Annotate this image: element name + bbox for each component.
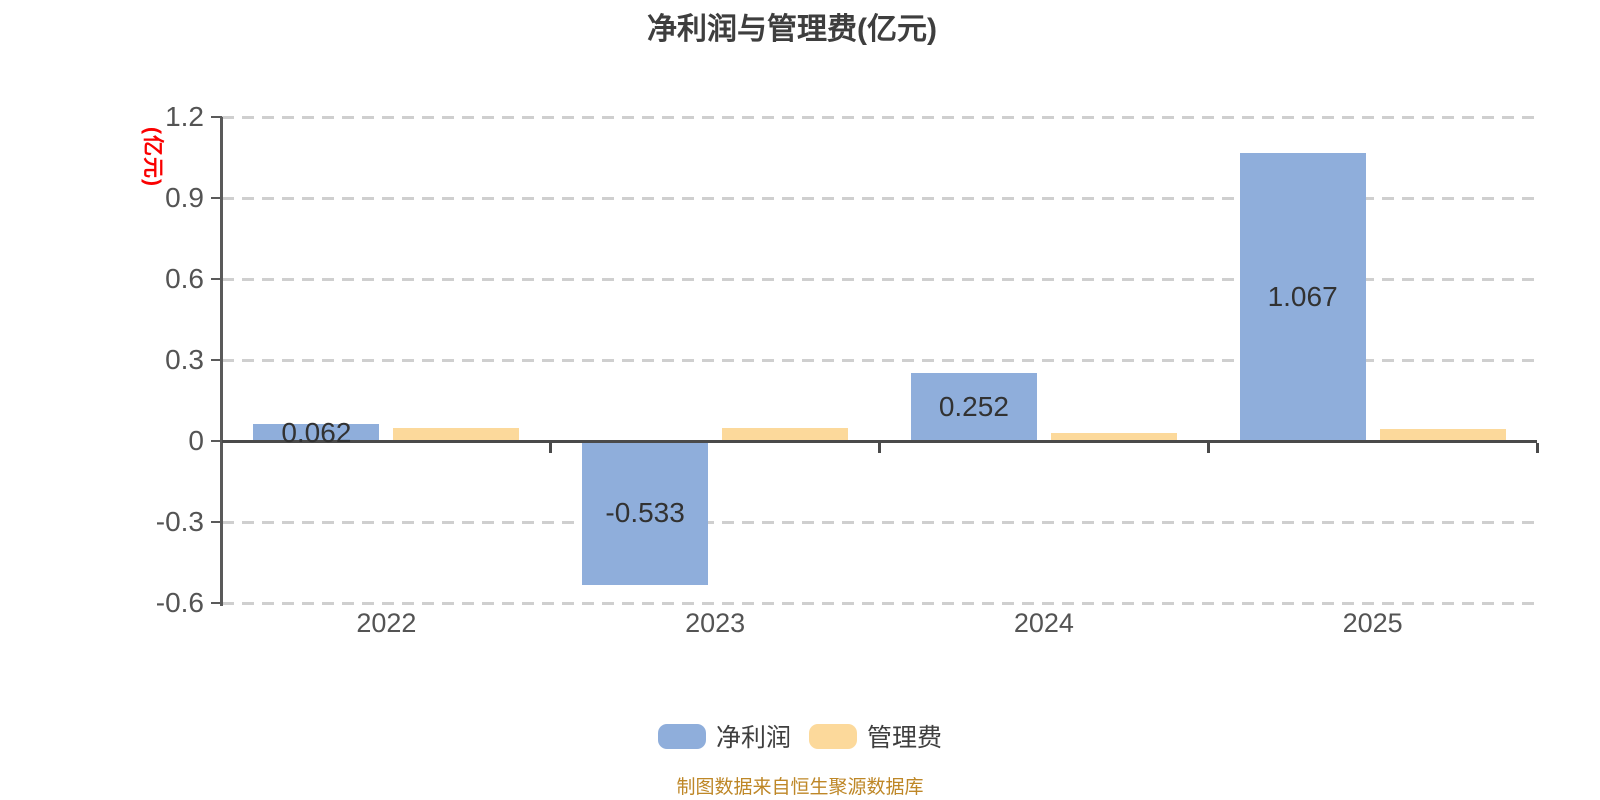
bar-管理费-2025: [1379, 429, 1506, 441]
y-axis-tick-1.2: [211, 116, 222, 118]
legend-item-net-profit: 净利润: [657, 718, 791, 754]
bar-管理费-2022: [393, 428, 520, 441]
x-axis-boundary-tick-2: [878, 443, 881, 453]
x-axis-boundary-tick-4: [1535, 443, 1539, 453]
bar-value-label-2025: 1.067: [1267, 280, 1338, 312]
legend-swatch-net-profit: [657, 723, 706, 749]
gridline--0.6: [222, 601, 1537, 605]
chart-title: 净利润与管理费(亿元): [647, 13, 937, 46]
y-tick-label--0.6: -0.6: [155, 587, 204, 618]
gridline-0.3: [222, 358, 1537, 362]
gridline-0.9: [222, 196, 1537, 200]
legend-swatch-management-fee: [809, 723, 857, 749]
y-tick-label-0.9: 0.9: [165, 182, 204, 213]
x-axis-zero-line: [222, 439, 1537, 443]
y-tick-label-0.6: 0.6: [165, 263, 204, 294]
data-source-footer: 制图数据来自恒生聚源数据库: [676, 777, 924, 798]
legend-item-management-fee: 管理费: [809, 718, 942, 754]
gridline-1.2: [222, 115, 1537, 119]
bar-value-label-2024: 0.252: [938, 390, 1009, 422]
bar-净利润-2023: [582, 441, 709, 585]
y-tick-label-1.2: 1.2: [165, 101, 204, 132]
y-axis-unit-label: (亿元): [141, 127, 164, 187]
y-axis-tick--0.3: [211, 521, 222, 523]
bar-管理费-2024: [1050, 432, 1177, 441]
bar-value-label-2023: -0.533: [605, 496, 685, 528]
y-axis-tick-0.9: [211, 197, 222, 199]
bar-净利润-2024: [910, 372, 1037, 441]
x-tick-label-2024: 2024: [1013, 608, 1074, 638]
y-axis-tick--0.6: [211, 602, 222, 604]
x-tick-label-2022: 2022: [356, 608, 417, 638]
bar-管理费-2023: [722, 428, 849, 441]
x-tick-label-2025: 2025: [1342, 608, 1403, 638]
legend-label-management-fee: 管理费: [867, 724, 943, 752]
y-axis-line: [220, 117, 223, 606]
x-tick-label-2023: 2023: [685, 608, 746, 638]
legend: 净利润 管理费: [0, 718, 1600, 754]
y-tick-label-0: 0: [188, 425, 204, 456]
bar-净利润-2022: [253, 424, 380, 441]
y-axis-tick-0.3: [211, 359, 222, 361]
gridline-0.6: [222, 277, 1537, 281]
y-axis-tick-0.6: [211, 278, 222, 280]
gridline--0.3: [222, 520, 1537, 524]
x-axis-boundary-tick-3: [1206, 443, 1210, 453]
y-tick-label-0.3: 0.3: [165, 344, 204, 375]
legend-label-net-profit: 净利润: [715, 724, 791, 752]
bar-value-label-2022: 0.062: [281, 416, 352, 448]
bar-净利润-2025: [1239, 152, 1366, 441]
y-axis-tick-0: [211, 440, 222, 442]
y-tick-label--0.3: -0.3: [155, 506, 204, 537]
x-axis-boundary-tick-1: [549, 443, 553, 453]
